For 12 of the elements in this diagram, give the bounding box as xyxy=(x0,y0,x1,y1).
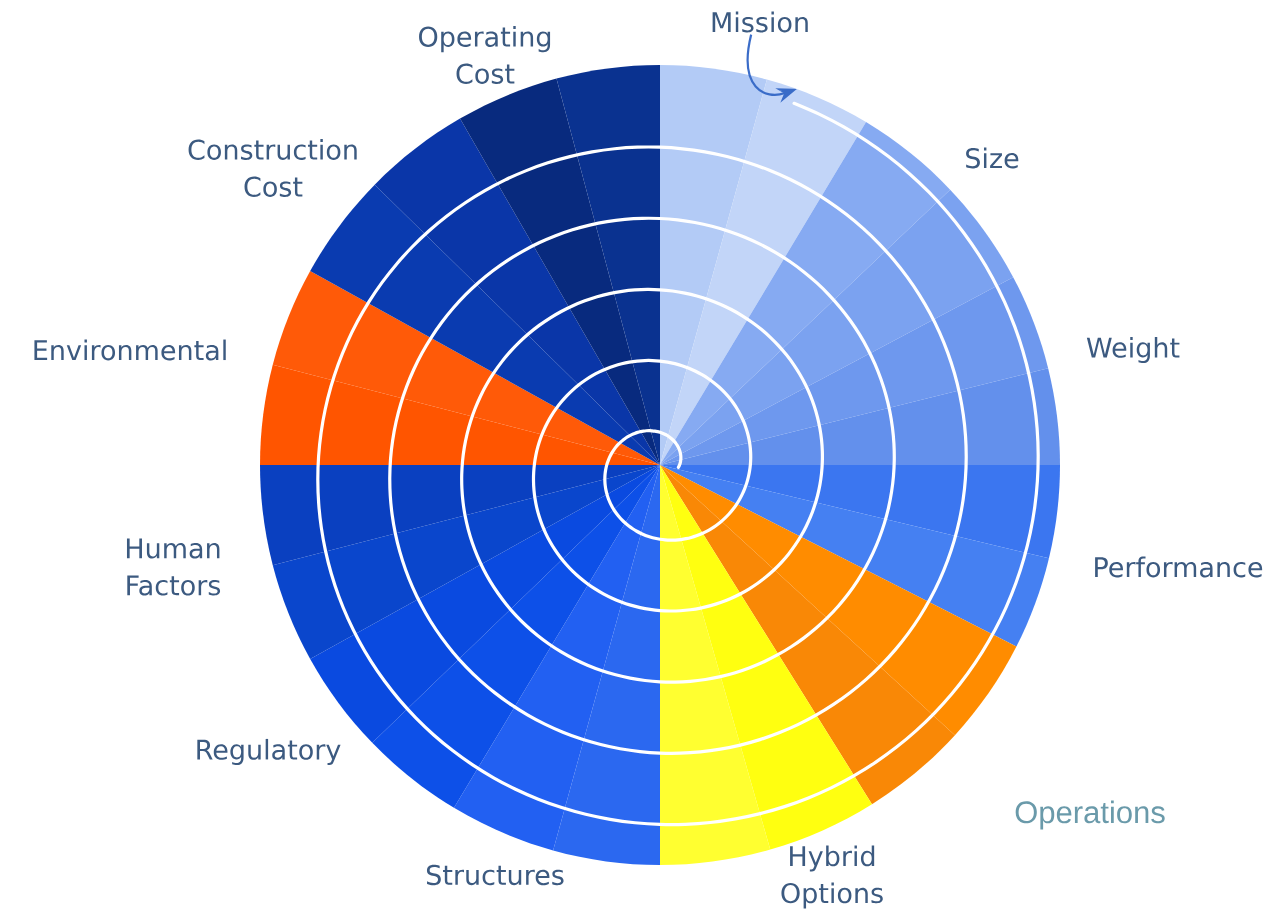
mission-label: Mission xyxy=(712,11,808,33)
segment-label: Performance xyxy=(1095,556,1263,578)
segment-label: Environmental xyxy=(34,339,226,361)
segment-label: Structures xyxy=(426,864,564,886)
segment-label: Construction Cost xyxy=(188,139,357,197)
segment-label: Operations xyxy=(1015,800,1165,830)
segment-label: Weight xyxy=(1086,336,1180,364)
segment-label: Human Factors xyxy=(126,538,221,596)
segment-label: Hybrid Options xyxy=(781,845,883,909)
segment-label: Size xyxy=(966,147,1019,169)
segment-label: Operating Cost xyxy=(419,26,551,84)
segment-label: Regulatory xyxy=(197,738,341,766)
